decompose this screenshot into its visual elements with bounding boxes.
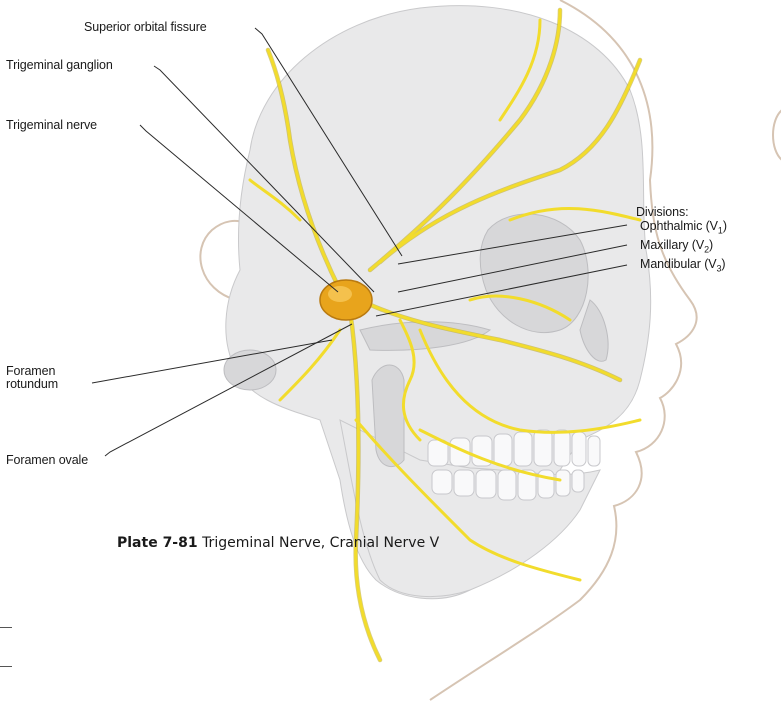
label-mandibular-text: Mandibular (V [640, 257, 717, 271]
label-ophthalmic-text: Ophthalmic (V [640, 219, 718, 233]
skull [224, 6, 651, 599]
label-mandibular: Mandibular (V3) [640, 257, 726, 276]
label-divisions-heading: Divisions: [636, 205, 689, 219]
label-trigeminal-nerve: Trigeminal nerve [6, 118, 97, 132]
trigeminal-ganglion [320, 280, 372, 320]
label-foramen-rotundum-line1: Foramen [6, 364, 55, 378]
label-maxillary-text: Maxillary (V [640, 238, 704, 252]
label-superior-orbital-fissure: Superior orbital fissure [84, 20, 207, 34]
label-foramen-rotundum-line2: rotundum [6, 377, 58, 391]
margin-tick-1 [0, 627, 12, 628]
plate-number: Plate 7-81 [117, 535, 198, 551]
label-mandibular-paren: ) [721, 257, 725, 271]
label-ophthalmic: Ophthalmic (V1) [640, 219, 727, 238]
label-foramen-ovale: Foramen ovale [6, 453, 88, 467]
label-maxillary-paren: ) [709, 238, 713, 252]
margin-tick-2 [0, 666, 12, 667]
plate-caption: Plate 7-81 Trigeminal Nerve, Cranial Ner… [117, 535, 439, 551]
label-ophthalmic-paren: ) [723, 219, 727, 233]
label-maxillary: Maxillary (V2) [640, 238, 713, 257]
plate-title: Trigeminal Nerve, Cranial Nerve V [202, 535, 439, 551]
label-trigeminal-ganglion: Trigeminal ganglion [6, 58, 113, 72]
